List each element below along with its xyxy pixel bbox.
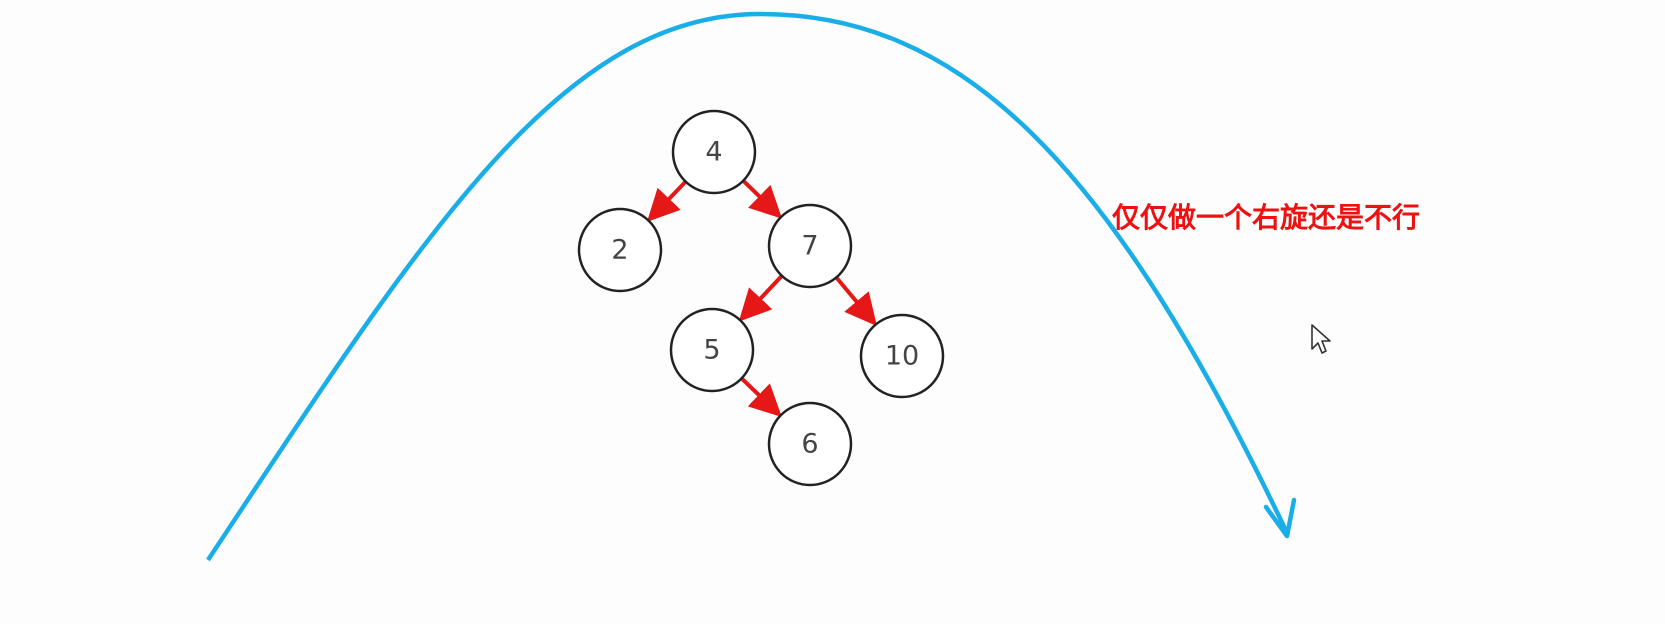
tree-node-6: 6 <box>767 401 853 487</box>
tree-node-circle <box>859 313 945 399</box>
tree-node-label: 4 <box>705 137 722 168</box>
tree-edge-n5-n6 <box>737 374 782 418</box>
tree-node-label: 7 <box>801 231 818 262</box>
tree-node-circle <box>767 203 853 289</box>
annotation-text: 仅仅做一个右旋还是不行 <box>1112 201 1421 234</box>
tree-edge-n7-n5 <box>738 271 787 322</box>
tree-node-10: 10 <box>859 313 945 399</box>
tree-edge-n4-n7 <box>739 176 783 219</box>
tree-edge-n4-n2 <box>646 177 690 222</box>
tree-node-circle <box>577 207 663 293</box>
tree-node-4: 4 <box>671 109 757 195</box>
mouse-pointer-icon <box>1311 324 1331 354</box>
tree-node-7: 7 <box>767 203 853 289</box>
tree-node-circle <box>669 307 755 393</box>
tree-node-label: 10 <box>885 341 919 372</box>
tree-node-2: 2 <box>577 207 663 293</box>
tree-nodes: 4 2 7 5 10 6 <box>577 109 945 487</box>
tree-edge-n7-n10 <box>832 273 877 327</box>
tree-node-label: 5 <box>703 335 720 366</box>
tree-node-circle <box>767 401 853 487</box>
tree-node-circle <box>671 109 757 195</box>
rotation-arc <box>206 11 1291 562</box>
rotation-arc-arrowhead <box>1263 497 1297 539</box>
tree-node-5: 5 <box>669 307 755 393</box>
tree-node-label: 6 <box>801 429 818 460</box>
tree-node-label: 2 <box>611 235 628 266</box>
tree-edges <box>646 176 877 418</box>
